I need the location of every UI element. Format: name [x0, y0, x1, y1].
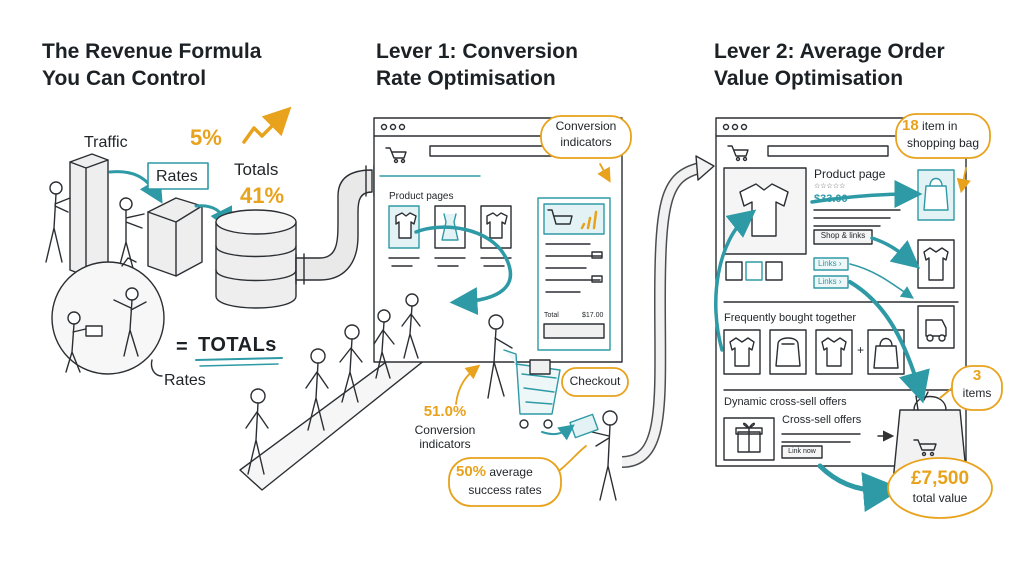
- percent-top: 5%: [190, 125, 222, 150]
- success-line2: success rates: [468, 483, 542, 497]
- items-count: 3: [972, 367, 982, 384]
- total-value-amount: £7,500: [910, 468, 970, 489]
- panel1-title-line2: You Can Control: [42, 67, 207, 90]
- crosssell-to-total-arrow: [817, 463, 903, 512]
- totals-underline: [195, 357, 283, 361]
- traffic-label: Traffic: [84, 134, 128, 151]
- person-pusher-1: [45, 181, 71, 263]
- conversion-bubble-line2: indicators: [560, 135, 612, 149]
- totals-percent: 41%: [240, 183, 285, 208]
- equals-sign: =: [176, 336, 189, 358]
- cart-total-value: $17.00: [582, 312, 604, 319]
- shopping-cart: [487, 314, 561, 429]
- conversion-bubble: [540, 115, 632, 159]
- rates-box-label: Rates: [156, 168, 198, 185]
- product-to-bag-arrow: [810, 180, 923, 209]
- link-now-button: Link now: [788, 448, 816, 455]
- success-pointer: [559, 445, 587, 471]
- queue-people: [245, 293, 421, 475]
- conversion-bubble-pointer: [597, 163, 611, 183]
- rate-caption-line1: Conversion: [414, 423, 476, 437]
- bag-word: item in: [922, 119, 958, 133]
- bag-count-line1: 18 item in: [902, 117, 958, 135]
- totals-caps: TOTALs: [198, 334, 277, 356]
- rates-box-3d: [147, 197, 203, 277]
- browser-window-2: [715, 117, 967, 467]
- rate-caption-line2: indicators: [419, 437, 471, 451]
- product-pages-label: Product pages: [389, 191, 454, 202]
- totals-cylinder: [215, 209, 297, 309]
- conversion-bubble-line1: Conversion: [555, 119, 617, 133]
- bag-count-line2: shopping bag: [906, 136, 980, 150]
- checkout-label: Checkout: [569, 374, 621, 388]
- total-value-bubble: [887, 457, 993, 519]
- total-value-word: total value: [912, 491, 968, 505]
- links-1-label: Links: [818, 259, 837, 268]
- items-word: items: [962, 386, 992, 400]
- success-bubble: [448, 457, 562, 507]
- person-tablet: [569, 410, 618, 501]
- success-line1: 50% average: [456, 463, 533, 481]
- traffic-box: [69, 153, 109, 277]
- links-button-2: Links ›: [818, 277, 842, 286]
- dynamic-crosssell-label: Dynamic cross-sell offers: [724, 396, 847, 408]
- links-arrow-2: [848, 280, 930, 404]
- rate-pointer: [455, 364, 481, 405]
- traffic-to-rates-arrow: [108, 170, 163, 204]
- crosssell-offers-label: Cross-sell offers: [782, 414, 862, 426]
- rates-lower-label: Rates: [164, 372, 206, 389]
- product-to-cart-arrow: [414, 225, 513, 316]
- success-value: 50%: [456, 463, 487, 480]
- cart-total-label: Total: [544, 312, 559, 319]
- links-arrow-1: [849, 263, 914, 299]
- rate-value: 51.0%: [423, 403, 467, 420]
- bag-count: 18: [902, 117, 919, 134]
- product-price: $33.00: [814, 193, 848, 205]
- shop-links-arrow: [870, 236, 921, 269]
- panel3-title-line1: Lever 2: Average Order: [714, 40, 945, 63]
- panel1-title-line1: The Revenue Formula: [42, 40, 262, 63]
- pipe: [295, 165, 375, 285]
- magnifier: [51, 257, 165, 375]
- panel3-title-line2: Value Optimisation: [714, 67, 904, 90]
- person-pusher-2: [117, 197, 145, 273]
- cart-to-tablet-arrow: [541, 424, 575, 441]
- bag-count-pointer: [956, 167, 971, 194]
- links-2-label: Links: [818, 277, 837, 286]
- totals-underline-2: [199, 363, 279, 367]
- shop-links-button: Shop & links: [820, 231, 866, 240]
- loop-arrow: [714, 209, 757, 352]
- rates-pointer: [150, 359, 163, 377]
- items-pointer: [939, 387, 953, 399]
- checkout-bubble: [561, 367, 629, 397]
- panel2-title-line1: Lever 1: Conversion: [376, 40, 578, 63]
- bag-count-bubble: [895, 113, 991, 159]
- links-button-1: Links ›: [818, 259, 842, 268]
- rating-stars: ☆☆☆☆☆: [814, 183, 846, 190]
- panel-connector-arrow-inner: [621, 163, 702, 467]
- rates-label-box: [147, 162, 209, 190]
- plus-sign: +: [857, 343, 865, 357]
- frequently-bought-label: Frequently bought together: [724, 312, 857, 324]
- trend-up-arrow: [242, 106, 292, 144]
- panel2-title-line2: Rate Optimisation: [376, 67, 556, 90]
- product-page-label: Product page: [814, 167, 886, 181]
- success-word: average: [489, 465, 533, 479]
- totals-word: Totals: [234, 160, 279, 179]
- panel-connector-arrowhead: [695, 155, 715, 181]
